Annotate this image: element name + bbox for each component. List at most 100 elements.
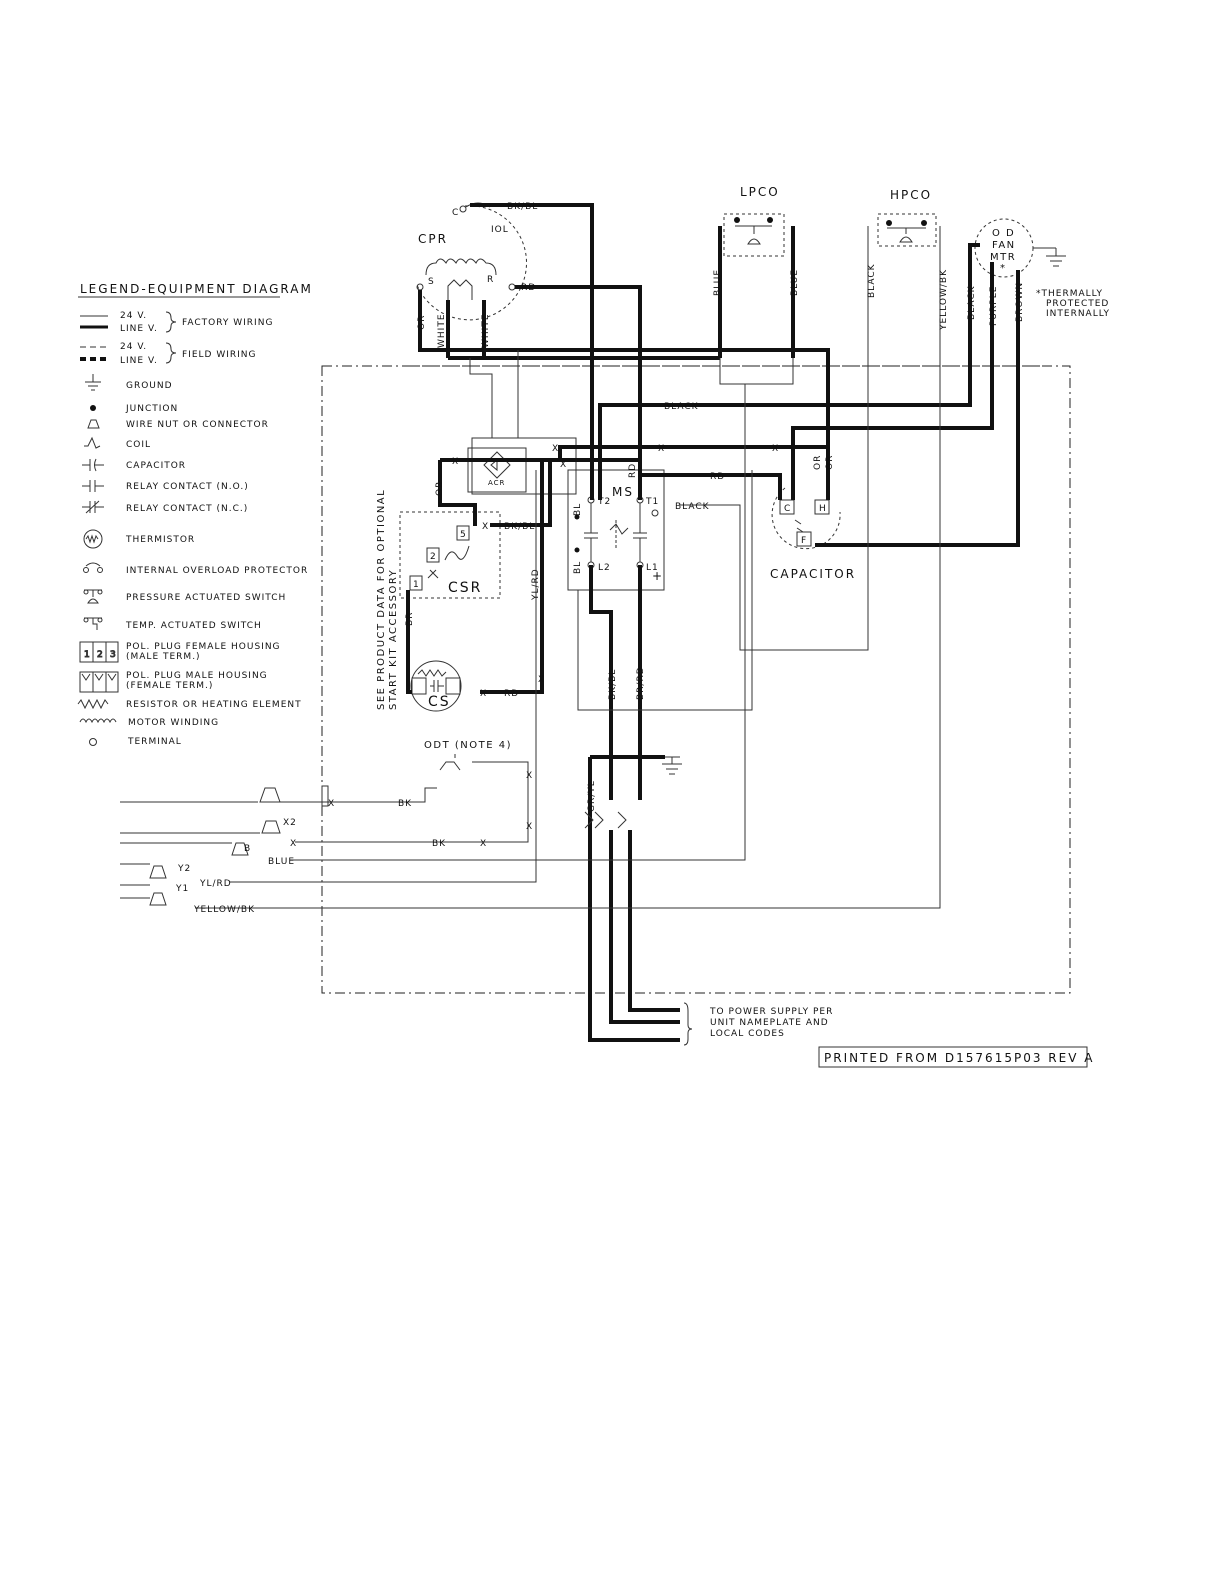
label-x-x2-right: X <box>480 839 487 849</box>
label-rd-cap: RD <box>710 472 725 482</box>
acr-diode <box>490 458 498 472</box>
legend-item-wire-nut: WIRE NUT OR CONNECTOR <box>126 420 269 430</box>
label-bk-bl-top: BK/BL <box>507 202 538 212</box>
lpco-diaphragm <box>747 226 761 245</box>
label-bl-contactor-bottom: BL <box>573 561 583 574</box>
run-capacitor: C H F CAPACITOR <box>770 487 856 581</box>
wire-x-acr-top <box>440 445 830 462</box>
label-x-x2: X <box>290 839 297 849</box>
legend-item-resistor: RESISTOR OR HEATING ELEMENT <box>126 700 302 710</box>
fan-od-label: O D <box>992 228 1015 239</box>
overload-protector-symbol <box>83 562 103 573</box>
label-rd-start: RD <box>504 689 519 699</box>
csr-coil <box>444 545 470 561</box>
wire-or-acr <box>438 460 477 526</box>
wire-rd-capacitor <box>550 458 782 500</box>
label-yellow-bk: YELLOW/BK <box>939 269 949 331</box>
label-blue-b: BLUE <box>268 857 295 867</box>
legend-item-terminal: TERMINAL <box>127 737 182 747</box>
odt-label: ODT (NOTE 4) <box>424 740 512 751</box>
legend-field-wiring: FIELD WIRING <box>182 350 257 360</box>
capacitor-label: CAPACITOR <box>770 567 856 581</box>
legend-item-capacitor: CAPACITOR <box>126 461 186 471</box>
csr-2-label: 2 <box>430 552 437 562</box>
wire-blue-loop <box>719 358 794 385</box>
legend-title: LEGEND-EQUIPMENT DIAGRAM <box>80 282 313 296</box>
label-x-odt-right: X <box>526 822 533 832</box>
label-or-cap-right: OR <box>825 455 835 470</box>
plug-bk-bl <box>617 811 627 829</box>
wire-blue-b <box>290 384 746 861</box>
thermally-protected-1: *THERMALLY <box>1036 289 1103 299</box>
label-x-csr: X <box>482 522 489 532</box>
capacitor-terminal-f-box <box>796 531 812 547</box>
start-kit-note-1: SEE PRODUCT DATA FOR OPTIONAL <box>376 489 387 710</box>
wire-gr-yl-supply <box>588 757 680 1042</box>
contactor-junction-2 <box>574 547 580 553</box>
csr-box <box>399 511 501 599</box>
coil-symbol <box>84 436 101 449</box>
label-x-contactor: X <box>560 460 567 470</box>
lpco-label: LPCO <box>740 185 780 199</box>
wire-black-hpco <box>680 226 869 651</box>
wire-contactor-coil <box>577 470 753 711</box>
label-x-entry: X <box>328 799 335 809</box>
pressure-switch-symbol <box>83 589 103 604</box>
plus-label: + <box>652 569 664 583</box>
hpco-terminal-right <box>921 220 927 226</box>
fan-fan-label: FAN <box>992 240 1016 251</box>
cs-capacitor <box>430 680 444 692</box>
label-y2: Y2 <box>177 864 191 874</box>
contactor-junction-1 <box>574 514 580 520</box>
plug-male-symbol <box>79 671 119 693</box>
connectors <box>149 787 693 1046</box>
start-kit-note-2: START KIT ACCESSORY <box>388 569 399 710</box>
legend-item-thermistor: THERMISTOR <box>125 535 195 545</box>
boundary-entry-plug <box>321 785 329 807</box>
label-x-yl-rd: X <box>538 675 545 685</box>
legend-item-overload: INTERNAL OVERLOAD PROTECTOR <box>126 566 308 576</box>
terminal-symbol <box>89 738 97 746</box>
wire-nut-y1 <box>149 892 167 906</box>
wire-nut-bk <box>259 787 281 803</box>
od-fan-motor: O D FAN MTR * *THERMALLY PROTECTED INTER… <box>974 218 1109 319</box>
hpco-box <box>877 213 937 247</box>
wire-nut-symbol <box>87 419 100 429</box>
label-yl-rd-y1: YL/RD <box>199 879 232 889</box>
power-note-line-1: TO POWER SUPPLY PER <box>709 1007 833 1017</box>
low-voltage-wiring <box>120 226 941 909</box>
junction-symbol <box>90 405 96 411</box>
cpr-terminal-r <box>508 283 516 291</box>
unit-boundary <box>321 365 1071 994</box>
temp-switch-symbol <box>83 617 103 630</box>
cpr-terminal-c-label: C <box>452 208 459 218</box>
fan-star-label: * <box>1000 263 1007 274</box>
wire-bk-bl-line <box>589 565 613 800</box>
legend-item-motor-winding: MOTOR WINDING <box>128 718 219 728</box>
power-supply-brace <box>683 1002 693 1046</box>
label-x-acr-left: X <box>452 457 459 467</box>
label-black-fan: BLACK <box>967 285 977 320</box>
thermally-protected-2: PROTECTED <box>1046 299 1109 309</box>
contactor-aux-terminal <box>651 509 659 517</box>
label-br-rd-line: BR/RD <box>636 666 646 700</box>
label-white-left: WHITE <box>437 313 447 348</box>
label-black-hpco: BLACK <box>867 263 877 298</box>
t1-label: T1 <box>645 497 659 507</box>
power-note-line-3: LOCAL CODES <box>710 1029 785 1039</box>
label-x-top-right: X <box>772 444 779 454</box>
power-supply-note: TO POWER SUPPLY PER UNIT NAMEPLATE AND L… <box>709 1007 833 1039</box>
wire-yellow-bk <box>195 226 941 909</box>
cs-thermistor <box>417 669 447 677</box>
csr-terminal-1 <box>409 575 423 591</box>
printed-from-text: PRINTED FROM D157615P03 REV A <box>824 1051 1094 1065</box>
wire-yl-rd-y1 <box>230 470 537 883</box>
label-bk-x2: BK <box>432 839 446 849</box>
svg-text:1: 1 <box>84 650 90 660</box>
thermistor-symbol <box>83 529 103 549</box>
plug-gr-yl <box>584 811 604 829</box>
relay-no-symbol <box>82 480 104 492</box>
ms-label: MS <box>612 485 634 499</box>
fan-ground-icon <box>1046 248 1066 267</box>
